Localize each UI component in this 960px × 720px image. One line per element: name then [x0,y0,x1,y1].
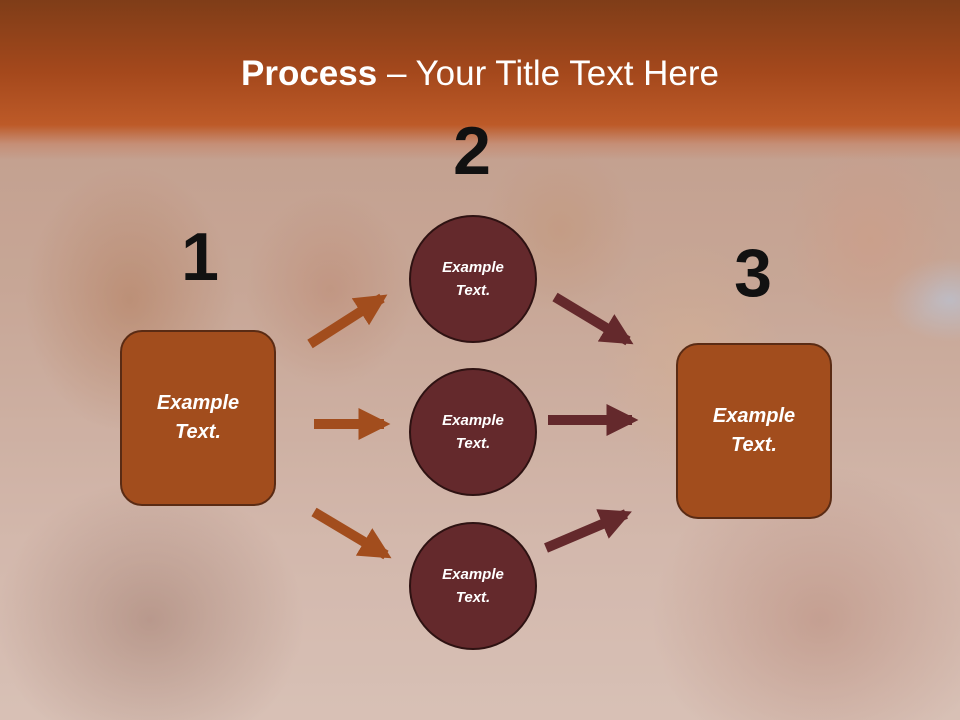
process-circle-middle-text: Example Text. [442,412,504,452]
process-circle-bottom-text: Example Text. [442,566,504,606]
process-circle-middle: Example Text. [409,368,537,496]
process-box-left: Example Text. [120,330,276,506]
step-number-1: 1 [181,219,219,295]
arrow-bottom-circle-to-right-box [544,509,632,553]
title-bar [0,0,960,160]
process-box-left-text: Example Text. [156,392,240,443]
arrow-box-to-bottom-circle [311,507,392,560]
slide-title: Process – Your Title Text Here [0,50,960,98]
process-circle-bottom: Example Text. [409,522,537,650]
step-number-3: 3 [734,235,772,311]
process-circle-top-text: Example Text. [442,259,504,299]
process-circle-top: Example Text. [409,215,537,343]
process-box-right: Example Text. [676,343,832,519]
arrow-top-circle-to-right-box [552,292,634,346]
step-number-2: 2 [453,113,491,189]
arrow-box-to-top-circle [307,293,388,349]
process-box-right-text: Example Text. [712,405,796,456]
slide-title-rest: – Your Title Text Here [377,54,719,93]
slide-title-bold: Process [241,54,378,93]
